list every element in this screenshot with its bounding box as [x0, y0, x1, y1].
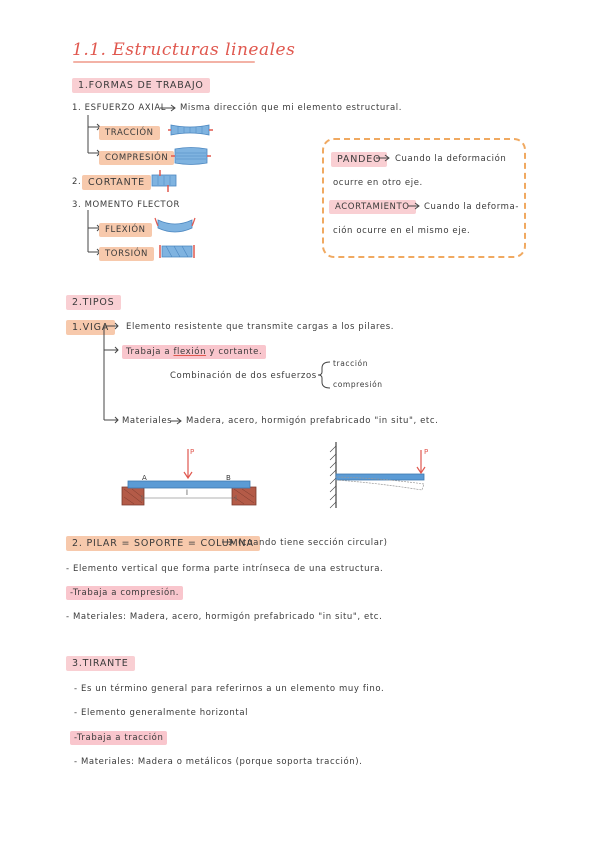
pandeo-desc-line1: Cuando la deformación — [395, 154, 507, 164]
pilar-point-2: -Trabaja a compresión. — [66, 586, 184, 600]
section-tipos-heading: 2.TIPOS — [66, 295, 121, 310]
pandeo-acortamiento-box — [322, 138, 526, 258]
traccion-icon — [168, 124, 213, 136]
compresion-label: COMPRESIÓN — [99, 151, 175, 165]
momento-flector-label: 3. MOMENTO FLECTOR — [72, 200, 181, 210]
cortante-num: 2. — [72, 177, 82, 187]
pandeo-desc-line2: ocurre en otro eje. — [333, 178, 423, 188]
arrow-icon — [376, 154, 390, 162]
tirante-point-4: - Materiales: Madera o metálicos (porque… — [74, 757, 363, 767]
voladizo-diagram — [329, 442, 426, 509]
page-title: 1.1. Estructuras lineales — [72, 40, 296, 60]
pandeo-label: PANDEO — [331, 152, 388, 167]
compresion-icon — [171, 147, 211, 165]
support-label-a: A — [142, 474, 148, 482]
pilar-point-3: - Materiales: Madera, acero, hormigón pr… — [66, 612, 383, 622]
tirante-point-1: - Es un término general para referirnos … — [74, 684, 385, 694]
torsion-label: TORSIÓN — [99, 247, 154, 261]
traccion-label: TRACCIÓN — [99, 126, 160, 140]
flexion-label: FLEXIÓN — [99, 223, 152, 237]
flexion-icon — [154, 217, 196, 233]
materiales-label: Materiales — [122, 416, 173, 426]
title-underline — [73, 61, 255, 63]
combinacion-text: Combinación de dos esfuerzos — [170, 371, 317, 381]
esfuerzo-axial-label: 1. ESFUERZO AXIAL — [72, 103, 167, 113]
section-formas-heading: 1.FORMAS DE TRABAJO — [72, 78, 210, 93]
load-label-p: P — [190, 448, 195, 456]
viga-tree-connector — [103, 322, 119, 424]
acortamiento-label: ACORTAMIENTO — [329, 200, 416, 214]
viga-desc: Elemento resistente que transmite cargas… — [126, 322, 395, 332]
span-label-l: l — [186, 489, 189, 497]
pilar-point-1: - Elemento vertical que forma parte intr… — [66, 564, 384, 574]
viga-label: 1.VIGA — [66, 320, 116, 335]
pilar-note: (cuando tiene sección circular) — [238, 538, 388, 548]
arrow-icon — [222, 538, 234, 546]
arrow-icon — [408, 202, 420, 210]
arrow-icon — [170, 417, 182, 425]
load-label-p2: P — [424, 448, 429, 456]
viga-apoyada-diagram — [121, 449, 257, 506]
viga-trabaja: Trabaja a flexión y cortante. — [122, 345, 267, 359]
cortante-icon — [151, 170, 177, 192]
torsion-icon — [159, 245, 195, 258]
esfuerzo-axial-desc: Misma dirección que mi elemento estructu… — [180, 103, 403, 113]
cortante-label: CORTANTE — [82, 175, 151, 190]
tirante-point-3: -Trabaja a tracción — [70, 731, 168, 745]
support-label-b: B — [226, 474, 232, 482]
section-tirante-heading: 3.TIRANTE — [66, 656, 135, 671]
tirante-point-2: - Elemento generalmente horizontal — [74, 708, 249, 718]
arrow-icon — [160, 104, 176, 112]
pilar-label: 2. PILAR = SOPORTE = COLUMNA — [66, 536, 260, 551]
materiales-desc: Madera, acero, hormigón prefabricado "in… — [186, 416, 439, 426]
combinacion-compresion: compresión — [333, 380, 383, 389]
acortamiento-desc-line1: Cuando la deforma- — [424, 202, 520, 212]
acortamiento-desc-line2: ción ocurre en el mismo eje. — [333, 226, 471, 236]
brace-icon — [317, 361, 331, 389]
combinacion-traccion: tracción — [333, 359, 369, 368]
